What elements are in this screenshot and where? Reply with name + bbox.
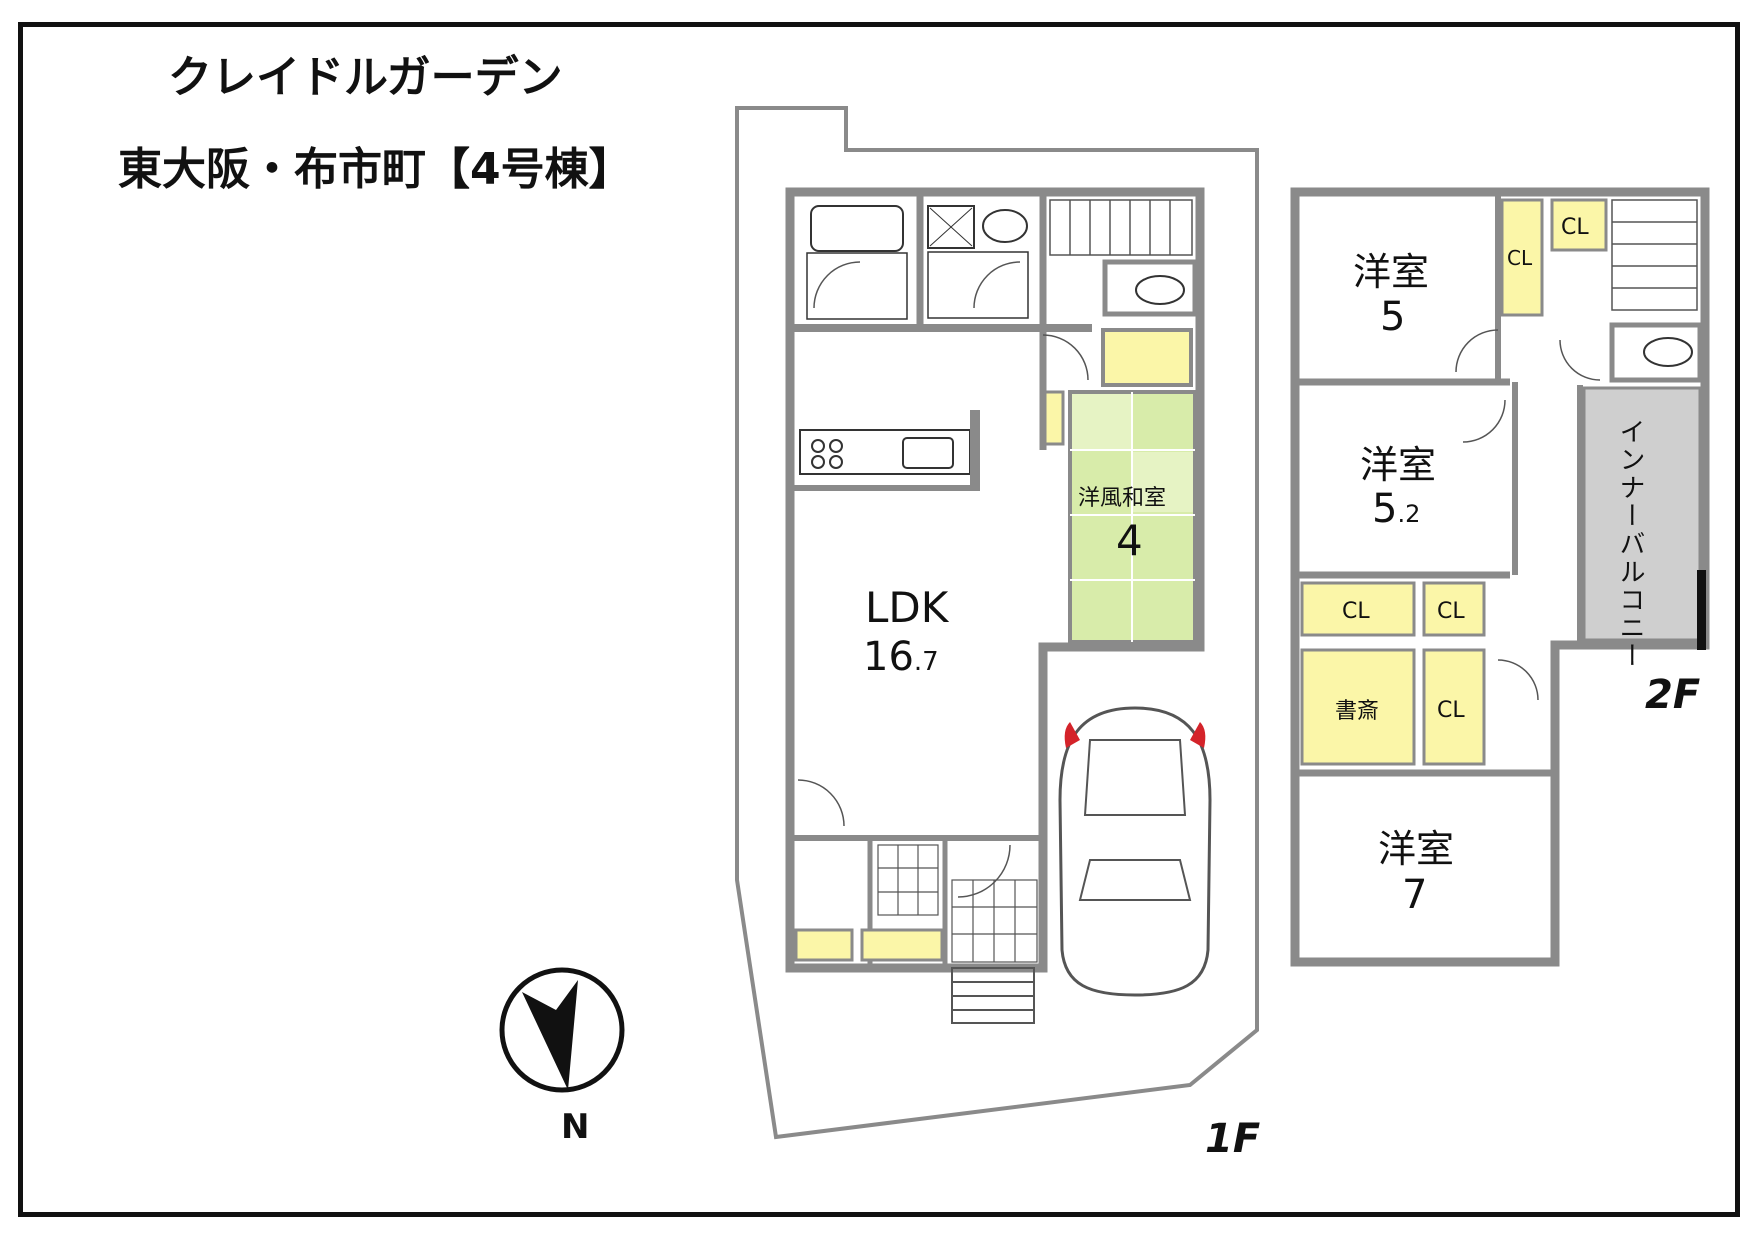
washitsu-name: 洋風和室 — [1078, 486, 1166, 511]
closet-2f-a — [1500, 198, 1544, 317]
room-a-name: 洋室 — [1353, 250, 1429, 294]
entrance-steps — [951, 967, 1035, 1024]
sink — [902, 437, 954, 469]
site-boundary — [735, 106, 1259, 1140]
ldk-size-decimal: .7 — [914, 647, 939, 677]
floor2-exterior-wall — [1290, 187, 1710, 967]
toilet-2f — [1643, 337, 1693, 367]
room-b-size: 5.2 — [1372, 486, 1420, 532]
room-c-name: 洋室 — [1378, 827, 1454, 871]
closet-label: CL — [1561, 215, 1589, 240]
closet-1f-upper — [1101, 328, 1193, 387]
floor2-plan: 洋室 5 洋室 5.2 洋室 7 書斎 CL CL CL CL CL インナーバ… — [1290, 187, 1710, 967]
property-name: クレイドルガーデン — [168, 52, 563, 103]
ldk-name: LDK — [865, 583, 950, 632]
floor1-exterior-wall — [785, 187, 1205, 973]
room-a-size: 5 — [1380, 294, 1405, 340]
shoe-closet-right — [860, 928, 944, 962]
cooktop-icon — [811, 439, 843, 469]
closet-label: CL — [1342, 599, 1370, 624]
closet-2f-e — [1422, 648, 1486, 766]
washer — [982, 209, 1028, 243]
closet-label: CL — [1437, 599, 1465, 624]
floor1-label: 1F — [1205, 1116, 1260, 1162]
room-b-size-decimal: .2 — [1397, 500, 1420, 528]
car-icon — [1058, 706, 1212, 997]
balcony-label: インナーバルコニー — [1615, 418, 1645, 670]
closet-2f-c — [1300, 581, 1416, 637]
room-c-size: 7 — [1402, 872, 1427, 918]
washitsu-size: 4 — [1116, 516, 1143, 565]
closet-1f-small — [1043, 390, 1065, 446]
stairs-1f — [1049, 199, 1193, 256]
room-b-name: 洋室 — [1360, 443, 1436, 487]
floor1-plan: LDK 16.7 洋風和室 4 — [785, 187, 1212, 1024]
study-room — [1300, 648, 1416, 766]
study-label: 書斎 — [1335, 699, 1379, 724]
compass-label: N — [561, 1107, 589, 1147]
closet-label: CL — [1437, 698, 1465, 723]
toilet-1f — [1135, 275, 1185, 305]
room-a-size-main: 5 — [1380, 294, 1405, 340]
north-arrow-icon — [499, 967, 625, 1093]
property-location: 東大阪・布市町【4号棟】 — [118, 144, 633, 195]
washbasin — [927, 205, 975, 249]
room-b-size-main: 5 — [1372, 486, 1397, 532]
room-c-size-main: 7 — [1402, 872, 1427, 918]
closet-label: CL — [1507, 246, 1533, 270]
ldk-size-main: 16 — [863, 634, 914, 680]
ldk-size: 16.7 — [863, 634, 939, 680]
shoe-closet-left — [794, 928, 854, 962]
drawing-frame — [18, 22, 1740, 1217]
genkan-tiles — [877, 844, 1038, 963]
closet-2f-b — [1550, 198, 1608, 252]
bathtub — [810, 205, 904, 252]
closet-2f-d — [1422, 581, 1486, 637]
stairs-2f — [1611, 199, 1698, 311]
washitsu-room — [1068, 390, 1197, 644]
floor2-label: 2F — [1645, 672, 1700, 718]
inner-balcony — [1582, 386, 1702, 642]
